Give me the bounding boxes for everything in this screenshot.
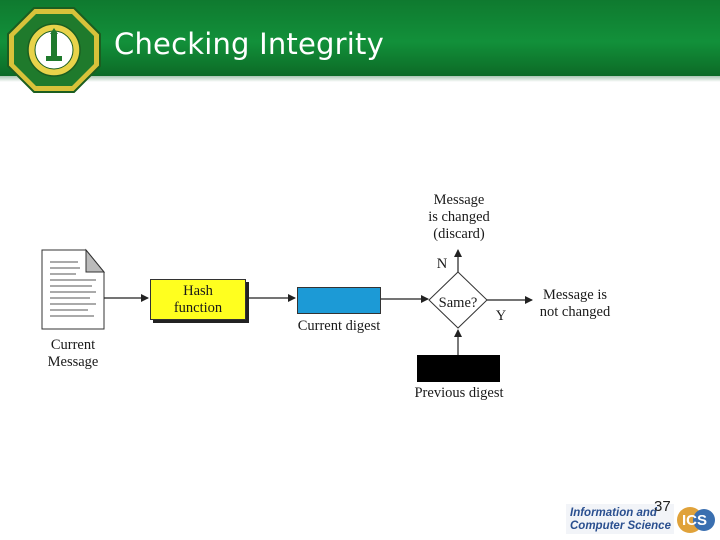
ics-logo-line1: Information and	[570, 507, 657, 519]
hash-function-box: Hash function	[150, 279, 246, 320]
unchanged-outcome-label: Message is not changed	[539, 287, 611, 320]
page-title: Checking Integrity	[114, 27, 384, 61]
page-number: 37	[654, 498, 671, 515]
previous-digest-label: Previous digest	[414, 385, 504, 401]
ics-logo: ICS	[566, 504, 715, 534]
decision-label: Same?	[438, 295, 478, 311]
header-bar	[0, 0, 720, 76]
decision-diamond	[428, 271, 488, 329]
ics-letters: ICS	[682, 512, 707, 529]
current-digest-box	[297, 287, 381, 314]
no-branch-label: N	[436, 256, 448, 272]
current-digest-label: Current digest	[297, 318, 381, 334]
university-seal-logo	[7, 7, 101, 93]
previous-digest-box	[417, 355, 500, 382]
ics-logo-line2: Computer Science	[570, 520, 671, 532]
changed-outcome-label: Message is changed (discard)	[428, 192, 490, 242]
document-icon	[41, 248, 106, 330]
document-label: Current Message	[47, 337, 99, 370]
yes-branch-label: Y	[495, 308, 507, 324]
header-shadow	[0, 76, 720, 82]
